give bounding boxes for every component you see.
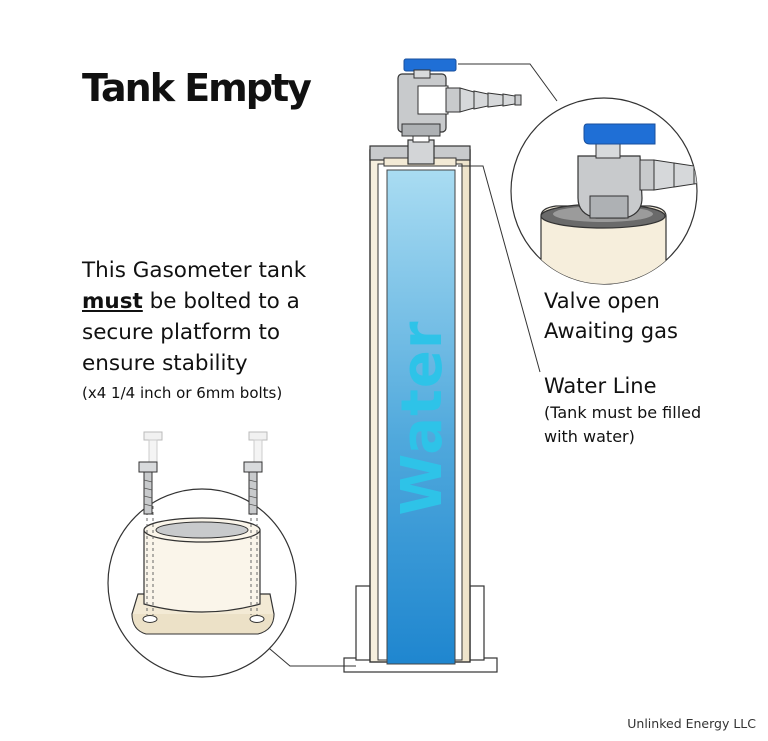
hose-barb [445,87,522,113]
note-line-1: This Gasometer tank [82,258,307,283]
valve-neck [407,139,435,165]
water-column [386,169,456,665]
water-line-label: Water Line (Tank must be filled with wat… [544,371,701,449]
bolt-left [138,431,163,515]
tank-valve [397,58,522,137]
bolt-right [243,431,268,515]
tank [343,131,498,673]
bolt-spec: (x4 1/4 inch or 6mm bolts) [82,384,283,402]
tank-water-label: Water [390,320,455,516]
water-line-title: Water Line [544,374,657,398]
valve-callout-line [458,63,558,102]
valve-detail [540,123,697,284]
tank-base-foot-right [469,585,485,661]
water-line-note-2: with water) [544,427,635,446]
mounting-note: This Gasometer tank must be bolted to a … [82,255,306,405]
note-emphasis: must [82,289,143,314]
valve-status-line-1: Valve open [544,289,660,313]
water-line-callout [458,165,541,373]
credit-text: Unlinked Energy LLC [627,716,756,731]
valve-status-line-2: Awaiting gas [544,319,678,343]
valve-status-label: Valve open Awaiting gas [544,286,678,346]
note-line-2: be bolted to a [142,289,300,314]
note-line-3: secure platform to [82,320,281,345]
water-line-note-1: (Tank must be filled [544,403,702,422]
valve-handle [403,58,457,72]
note-line-4: ensure stability [82,351,248,376]
base-detail [131,500,275,635]
tank-base-foot-left [355,585,371,661]
page-title: Tank Empty [82,66,312,110]
